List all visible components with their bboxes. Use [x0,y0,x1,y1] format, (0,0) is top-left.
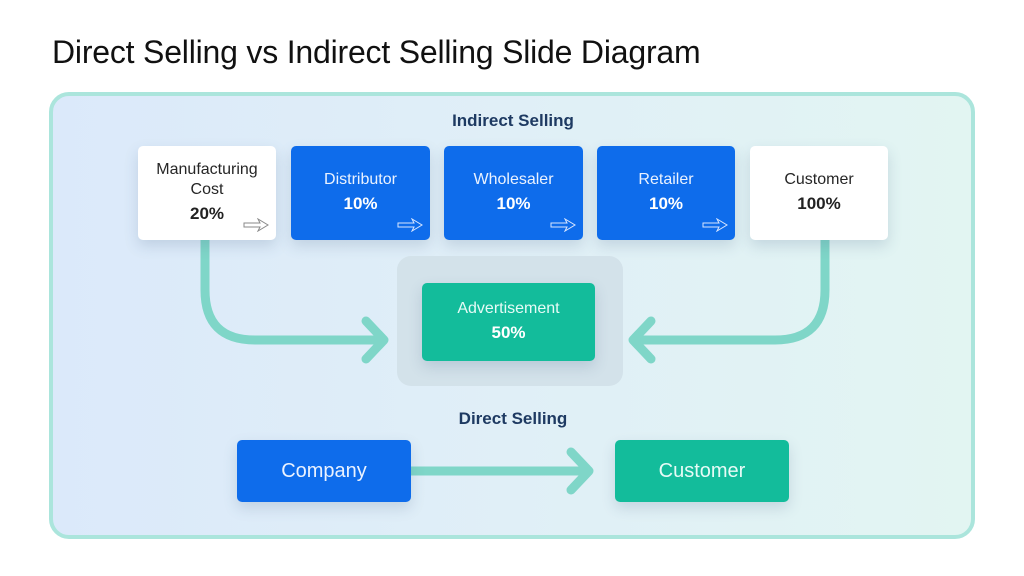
box-value: 100% [797,194,841,213]
outline-arrow-right-icon [702,218,728,232]
box-label: Company [281,460,367,482]
box-distributor: Distributor 10% [291,146,430,240]
box-customer-direct: Customer [615,440,789,502]
box-advertisement: Advertisement 50% [422,283,595,361]
box-label: Manufacturing Cost [156,161,258,198]
box-value: 10% [496,194,531,213]
indirect-selling-heading: Indirect Selling [452,111,574,130]
box-label: Wholesaler [473,171,554,188]
box-value: 10% [648,194,684,213]
box-wholesaler: Wholesaler 10% [444,146,583,240]
box-label: Customer [784,171,854,188]
box-manufacturing-cost: Manufacturing Cost 20% [138,146,276,240]
box-customer-indirect: Customer 100% [750,146,888,240]
box-value: 20% [189,204,225,223]
box-label: Advertisement [457,300,560,317]
box-company: Company [237,440,411,502]
box-value: 50% [491,323,526,342]
box-retailer: Retailer 10% [597,146,735,240]
box-value: 10% [343,194,378,213]
box-label: Retailer [638,171,694,188]
outline-arrow-right-icon [397,218,423,232]
box-label: Customer [658,460,746,482]
direct-selling-heading: Direct Selling [458,409,568,428]
outline-arrow-right-icon [550,218,576,232]
box-label: Distributor [324,171,397,188]
slide-title: Direct Selling vs Indirect Selling Slide… [52,34,701,70]
outline-arrow-right-icon [243,218,269,232]
